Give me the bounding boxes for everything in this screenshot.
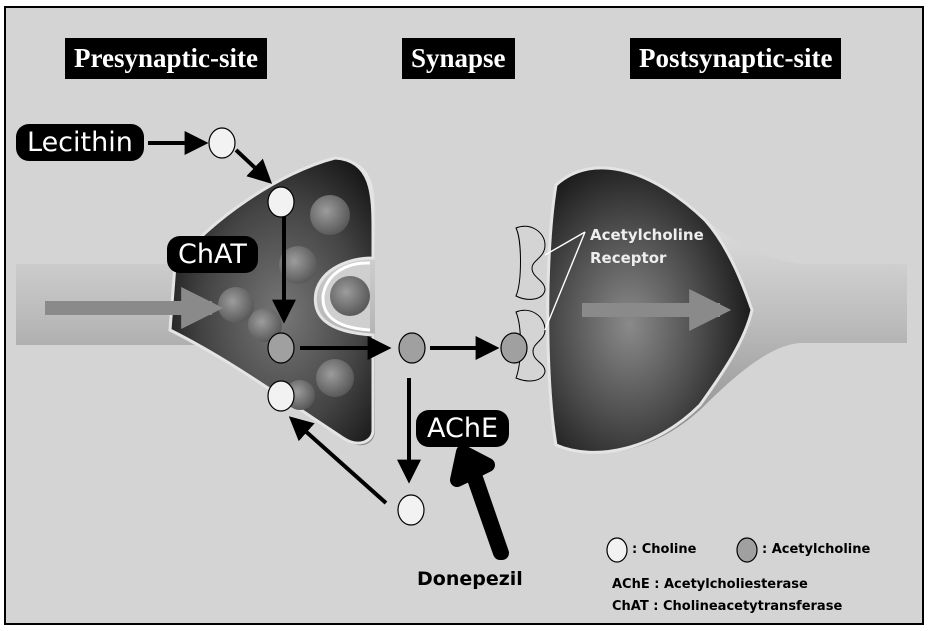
legend-chat-definition: ChAT : Cholineacetytransferase: [612, 599, 843, 614]
choline-molecule: [208, 127, 236, 159]
receptor-label-line2: Receptor: [590, 249, 667, 267]
receptor: [515, 309, 546, 382]
chat-label: ChAT: [167, 236, 258, 273]
acetylcholine-molecule: [267, 332, 295, 364]
vesicle: [310, 195, 350, 235]
synapse-header: Synapse: [402, 38, 515, 79]
legend-choline-icon: [606, 537, 628, 563]
legend-acetylcholine-icon: [736, 537, 758, 563]
presynaptic-header: Presynaptic-site: [65, 38, 267, 79]
vesicle: [218, 287, 254, 323]
choline-molecule: [397, 494, 425, 526]
legend-ache-definition: AChE : Acetylcholiesterase: [612, 577, 808, 592]
acetylcholine-molecule: [398, 332, 426, 364]
receptor-pointer: [544, 231, 586, 256]
pathway-arrows: [148, 131, 500, 505]
acetylcholine-molecule: [500, 332, 528, 364]
vesicle: [316, 359, 354, 397]
ache-label: AChE: [416, 410, 510, 447]
donepezil-label: Donepezil: [417, 568, 523, 590]
vesicle: [279, 246, 317, 284]
receptor-pointer: [544, 231, 586, 331]
choline-molecule: [267, 186, 295, 218]
receptor-label-line1: Acetylcholine: [590, 226, 704, 244]
receptor: [515, 225, 546, 300]
legend-choline: : Choline: [632, 542, 697, 557]
postsynaptic-neuron: [546, 166, 907, 454]
legend-acetylcholine: : Acetylcholine: [762, 542, 871, 557]
choline-molecule: [267, 380, 295, 412]
lecithin-label: Lecithin: [16, 124, 144, 161]
postsynaptic-header: Postsynaptic-site: [630, 38, 842, 79]
donepezil-inhibition-arrow: [450, 445, 509, 560]
receptor-label: Acetylcholine Receptor: [590, 224, 704, 270]
